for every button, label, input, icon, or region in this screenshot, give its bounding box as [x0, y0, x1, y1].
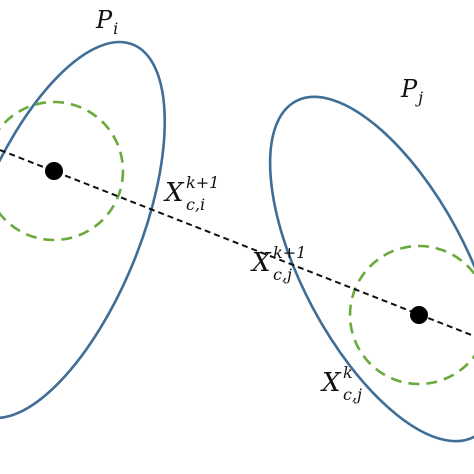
label-x-cj-k1-sub: c,j — [273, 265, 292, 284]
label-x-cj-k-sup: k — [343, 363, 353, 382]
label-x-cj-k-base: X — [320, 368, 342, 398]
label-p-j: Pj — [400, 75, 423, 107]
label-p-j-sub: j — [415, 88, 423, 107]
label-p-j-base: P — [400, 75, 418, 103]
label-x-ci-k1-sup: k+1 — [186, 173, 219, 192]
dashed-circle-j — [348, 244, 474, 386]
label-p-i: Pi — [95, 6, 118, 38]
label-x-ci-k1-base: X — [163, 178, 185, 208]
label-x-cj-k1-base: X — [250, 248, 272, 278]
label-p-i-sub: i — [113, 19, 118, 38]
label-x-ci-k1-sub: c,i — [186, 195, 205, 214]
center-point-j — [410, 306, 428, 324]
center-point-i — [45, 162, 63, 180]
ellipse-p-i — [0, 40, 167, 420]
dashed-circle-i — [0, 100, 125, 242]
label-x-cj-k-sub: c,j — [343, 385, 362, 404]
label-x-cj-k1-sup: k+1 — [273, 243, 306, 262]
label-p-i-base: P — [95, 6, 113, 34]
ellipse-p-j — [268, 95, 474, 443]
connecting-line — [0, 149, 474, 337]
